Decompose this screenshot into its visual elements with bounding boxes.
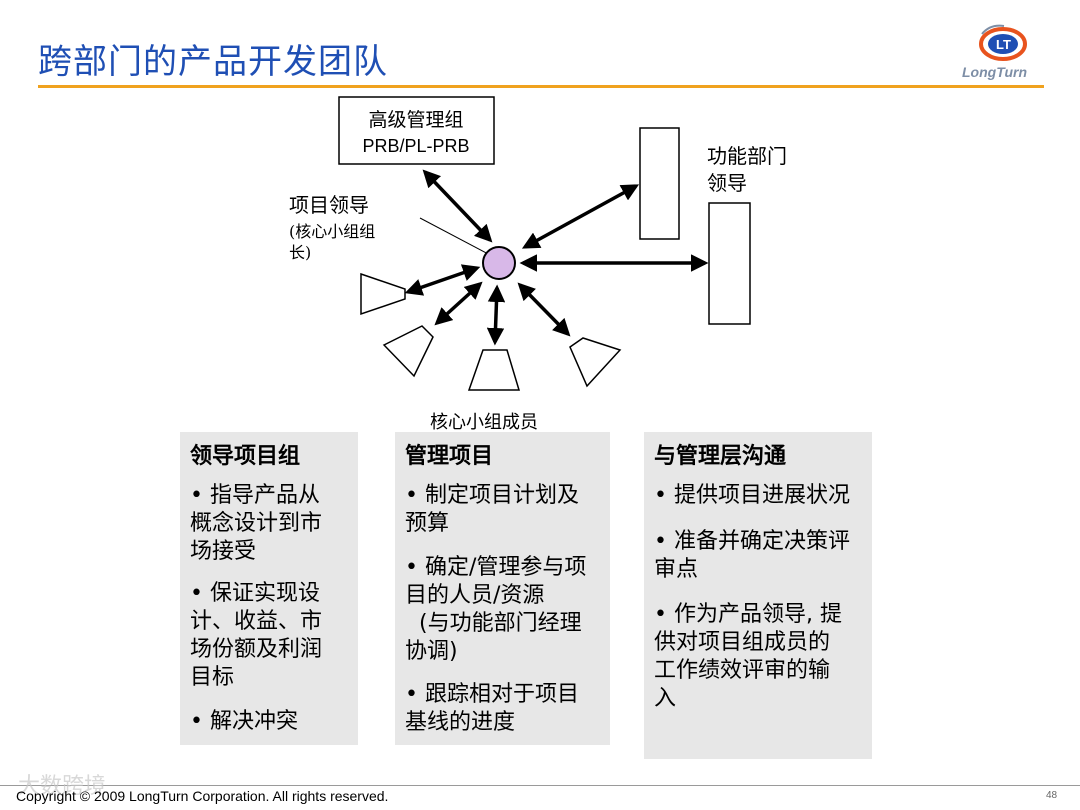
slide-title: 跨部门的产品开发团队 — [38, 42, 388, 82]
title-underline — [38, 85, 1044, 88]
lead-team-bullet-3: • 解决冲突 — [190, 709, 298, 734]
longturn-logo-icon: LT — [979, 24, 1027, 61]
svg-text:LT: LT — [996, 37, 1011, 52]
box-communicate-management: 与管理层沟通 • 提供项目进展状况 • 准备并确定决策评审点 • 作为产品领导,… — [644, 432, 872, 759]
lead-team-bullet-1: • 指导产品从概念设计到市场接受 — [190, 483, 323, 564]
box-manage-project-heading: 管理项目 — [405, 444, 494, 469]
core-member-shape-2 — [382, 325, 434, 378]
arrow-member-4 — [517, 282, 571, 337]
manage-project-bullet-1: • 制定项目计划及预算 — [405, 483, 579, 536]
core-member-shape-1 — [360, 272, 406, 316]
leader-pointer-line — [419, 217, 493, 257]
project-leader-line3: 长) — [289, 243, 311, 262]
team-diagram: 高级管理组 PRB/PL-PRB 项目领导 (核心小组组 长) 功能部门 领导 … — [289, 96, 787, 433]
box-lead-team: 领导项目组 • 指导产品从概念设计到市场接受 • 保证实现设计、收益、市场份额及… — [180, 432, 358, 745]
page-number: 48 — [1046, 790, 1058, 801]
project-leader-line2: (核心小组组 — [289, 222, 375, 241]
box-communicate-heading: 与管理层沟通 — [654, 444, 787, 469]
watermark-text: 大数跨境 — [4, 774, 106, 799]
arrow-member-2 — [434, 281, 483, 326]
communicate-bullet-2: • 准备并确定决策评审点 — [654, 529, 850, 582]
functional-head-rect-1 — [639, 127, 680, 240]
box-manage-project: 管理项目 • 制定项目计划及预算 • 确定/管理参与项目的人员/资源 (与功能部… — [395, 432, 610, 745]
communicate-bullet-1: • 提供项目进展状况 — [654, 483, 850, 508]
core-members-label: 核心小组成员 — [430, 412, 538, 433]
arrow-member-3 — [486, 284, 506, 346]
arrow-senior — [422, 169, 493, 243]
core-member-shape-3 — [467, 349, 521, 391]
functional-heads-line2: 领导 — [707, 171, 747, 195]
project-leader-node — [482, 246, 516, 280]
functional-head-rect-2 — [708, 202, 751, 325]
senior-group-line2: PRB/PL-PRB — [362, 136, 469, 156]
box-lead-team-heading: 领导项目组 — [190, 444, 301, 469]
arrow-member-1 — [404, 264, 481, 296]
functional-heads-line1: 功能部门 — [707, 144, 787, 168]
manage-project-bullet-2: • 确定/管理参与项目的人员/资源 (与功能部门经理协调) — [405, 555, 587, 664]
logo-text: LongTurn — [962, 64, 1028, 80]
senior-group-line1: 高级管理组 — [368, 109, 463, 131]
lead-team-bullet-2: • 保证实现设计、收益、市场份额及利润目标 — [190, 581, 323, 690]
arrow-functional-1 — [521, 184, 640, 249]
manage-project-bullet-3: • 跟踪相对于项目基线的进度 — [405, 682, 579, 735]
communicate-bullet-3: • 作为产品领导, 提供对项目组成员的工作绩效评审的输入 — [654, 602, 842, 711]
copyright-text: Copyright © 2009 LongTurn Corporation. A… — [16, 788, 389, 804]
core-member-shape-4 — [569, 337, 622, 388]
footer-divider — [0, 785, 1080, 786]
senior-group-box — [338, 96, 495, 165]
project-leader-line1: 项目领导 — [289, 193, 369, 217]
